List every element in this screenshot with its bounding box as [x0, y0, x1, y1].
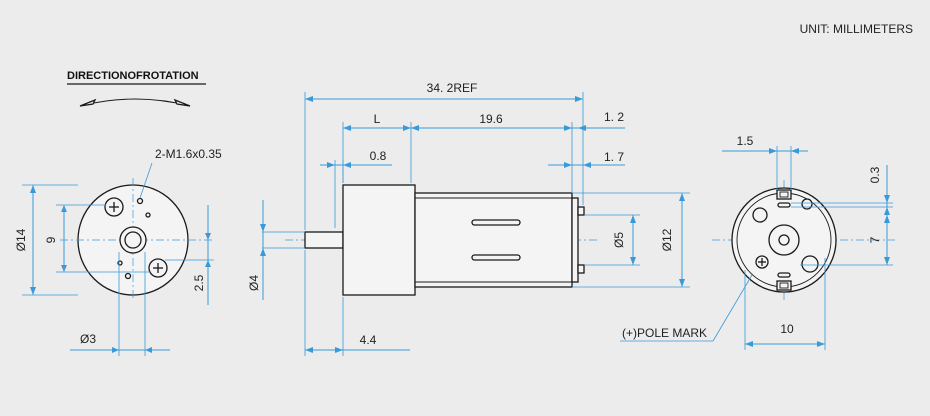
thread-leader — [139, 162, 153, 199]
front-hole-b — [145, 212, 151, 218]
rotation-arrow-left-icon — [79, 98, 97, 107]
rear-hole-lower-right — [801, 255, 819, 273]
front-hole-d — [124, 272, 132, 280]
dim-9-label: 9 — [44, 236, 58, 243]
rear-slot-top — [777, 202, 791, 208]
dim-overall-label: 34. 2REF — [427, 81, 478, 95]
rotation-arrow-right-icon — [173, 98, 191, 107]
side-end-cap — [571, 197, 579, 283]
front-view: 2-M1.6x0.35 Ø14 9 2.5 Ø3 — [14, 147, 222, 356]
dim-2-5-label: 2.5 — [192, 274, 206, 291]
dim-10-label: 10 — [780, 322, 794, 336]
dim-dia12-label: Ø12 — [660, 228, 674, 251]
rear-terminal-bottom — [776, 280, 792, 291]
pole-mark-plus-icon — [755, 255, 769, 269]
side-terminal-bottom — [577, 264, 585, 274]
dim-4-4-label: 4.4 — [360, 333, 377, 347]
dim-dia4-label: Ø4 — [247, 275, 261, 291]
dim-1-7-label: 1. 7 — [604, 150, 624, 164]
dim-7-label: 7 — [868, 236, 882, 243]
rotation-indicator: DIRECTIONOFROTATION — [67, 70, 206, 107]
thread-label: 2-M1.6x0.35 — [155, 147, 222, 161]
dim-L-label: L — [374, 112, 381, 126]
dim-19-6-label: 19.6 — [479, 112, 503, 126]
front-shaft-inner — [124, 231, 142, 249]
front-hole-a — [136, 197, 144, 205]
dim-1-2-label: 1. 2 — [604, 110, 624, 124]
rotation-arc — [79, 98, 191, 107]
dim-dia14-label: Ø14 — [14, 228, 28, 251]
pole-mark-label: (+)POLE MARK — [622, 326, 707, 340]
rear-terminal-top — [776, 189, 792, 200]
dim-1-5-label: 1.5 — [737, 134, 754, 148]
dim-0-8-label: 0.8 — [370, 149, 387, 163]
side-motor-can — [414, 192, 573, 288]
side-terminal-top — [577, 206, 585, 216]
side-slot-bottom — [471, 254, 521, 261]
rear-hole-upper-right — [801, 198, 813, 210]
side-shaft — [304, 231, 344, 249]
unit-label: UNIT: MILLIMETERS — [800, 22, 913, 36]
dim-0-3-label: 0.3 — [868, 166, 882, 183]
rear-hole-upper-left — [752, 207, 768, 223]
side-slot-top — [471, 219, 521, 226]
rear-view: (+)POLE MARK 1.5 0.3 7 10 — [620, 134, 895, 350]
side-view: 34. 2REF L 19.6 1. 2 0.8 1. 7 Ø4 — [247, 81, 690, 356]
front-screw-top-icon — [104, 197, 124, 217]
front-screw-bottom-icon — [148, 258, 168, 278]
dim-dia3-label: Ø3 — [80, 332, 96, 346]
rear-slot-bottom — [777, 272, 791, 278]
pole-mark-leader — [712, 274, 753, 342]
side-gearhead — [342, 184, 416, 296]
rear-bearing-inner — [778, 234, 790, 246]
rotation-title: DIRECTIONOFROTATION — [67, 70, 199, 82]
dim-dia5-label: Ø5 — [612, 232, 626, 248]
